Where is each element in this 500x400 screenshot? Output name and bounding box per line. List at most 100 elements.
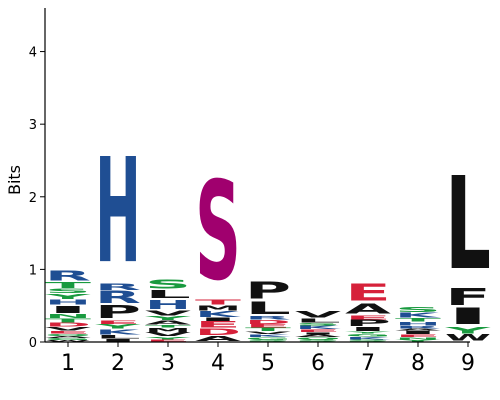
logo-letter-w: W [45,340,91,342]
logo-letter-t: T [45,281,91,290]
x-tick-label: 9 [461,351,475,376]
logo-letter-l: L [95,335,141,340]
logo-letter-i: I [195,317,241,322]
logo-letter-i: I [295,332,341,335]
logo-letter-d: D [245,319,291,325]
logo-letter-y: Y [394,339,441,342]
logo-letter-y: Y [144,336,191,340]
logo-letter-v: V [145,309,191,317]
logo-letter-m: M [145,327,191,333]
logo-letter-s: S [395,306,441,314]
x-tick-label: 7 [361,351,375,376]
logo-letter-a: A [195,335,241,343]
logo-letter-r: R [95,282,141,292]
logo-letter-h: H [145,297,191,312]
logo-letter-q: Q [295,337,341,340]
x-tick-label: 4 [211,351,225,376]
logo-letter-e: E [295,329,341,333]
y-tick-label: 4 [29,46,37,61]
logo-letter-r: R [395,325,441,329]
logo-letter-a: A [45,336,92,339]
logo-letter-n: N [395,337,441,340]
logo-letter-a: A [145,320,192,326]
logo-letter-v: V [45,327,92,332]
logo-letter-g: G [245,337,291,340]
logo-letter-a: A [295,334,342,338]
logo-letter-v: V [245,331,292,335]
logo-letter-f: F [445,283,491,310]
x-axis-ticks: 1 2 3 4 5 6 7 8 9 [61,342,475,376]
logo-letter-l: L [145,288,191,301]
logo-letter-l: L [295,318,341,324]
logo-letter-e: E [195,320,241,330]
logo-letter-e: E [395,334,441,338]
logo-letter-e: E [245,324,291,329]
logo-letter-t: T [395,318,442,323]
logo-letter-h: H [95,128,141,296]
logo-letter-i: I [445,304,491,329]
logo-letter-g: G [45,338,91,341]
logo-letter-y: Y [94,323,140,330]
logo-letter-v: V [295,310,341,320]
logo-letter-s: S [295,339,341,342]
logo-glyphs: WGAQEVDTNIHYSTRILKYEPRRHEYVMTAYVHLSADEIK… [44,128,492,343]
x-tick-label: 1 [61,351,75,376]
y-axis-ticks: 0 1 2 3 4 [29,46,45,351]
logo-letter-e: E [345,315,391,321]
logo-letter-s: S [195,153,241,312]
logo-letter-y: Y [144,316,191,322]
y-tick-label: 1 [29,263,37,278]
logo-letter-e: E [145,339,191,342]
logo-letter-e: E [45,330,91,334]
logo-letter-v: V [145,331,192,337]
logo-letter-s: S [245,339,291,342]
y-tick-label: 0 [29,336,37,351]
logo-letter-l: L [245,299,291,319]
logo-letter-q: Q [45,333,91,336]
logo-letter-k: K [395,311,441,319]
y-axis-label: Bits [5,165,24,195]
y-tick-label: 2 [29,191,37,206]
logo-letter-d: D [45,322,91,328]
logo-letter-h: H [45,299,91,307]
logo-letter-g: G [345,333,391,337]
logo-letter-k: K [95,328,141,336]
x-tick-label: 8 [411,351,425,376]
logo-letter-y: Y [444,326,492,336]
logo-letter-k: K [295,325,342,330]
logo-letter-d: D [195,327,241,337]
logo-letter-n: N [45,313,91,319]
logo-letter-t: T [45,318,92,324]
logo-letter-i: I [45,304,91,316]
x-tick-label: 5 [261,351,275,376]
logo-letter-h: H [395,322,441,327]
logo-letter-s: S [345,339,391,342]
y-tick-label: 3 [29,118,37,133]
logo-letter-k: K [195,310,241,319]
logo-letter-i: I [395,330,441,335]
logo-letter-m: M [195,304,241,312]
logo-letter-t: T [245,327,292,332]
logo-letter-l: L [445,151,491,299]
logo-letter-s: S [45,288,91,295]
logo-letter-r: R [95,288,141,307]
logo-letter-p: P [245,277,291,304]
x-tick-label: 6 [311,351,325,376]
logo-letter-k: K [345,336,392,340]
logo-letter-r: R [45,268,91,283]
x-tick-label: 2 [111,351,125,376]
logo-letter-e: E [95,320,141,325]
logo-letter-w: W [445,333,491,343]
logo-letter-a: A [395,328,442,331]
logo-letter-k: K [245,334,292,338]
logo-letter-a: A [345,302,392,318]
logo-letter-p: P [345,318,391,328]
logo-letter-y: Y [44,293,90,301]
logo-letter-p: P [95,302,141,323]
logo-letter-s: S [295,322,341,326]
logo-letter-i: I [95,338,141,342]
x-tick-label: 3 [161,351,175,376]
logo-letter-t: T [145,325,192,329]
logo-letter-t: T [195,299,241,307]
